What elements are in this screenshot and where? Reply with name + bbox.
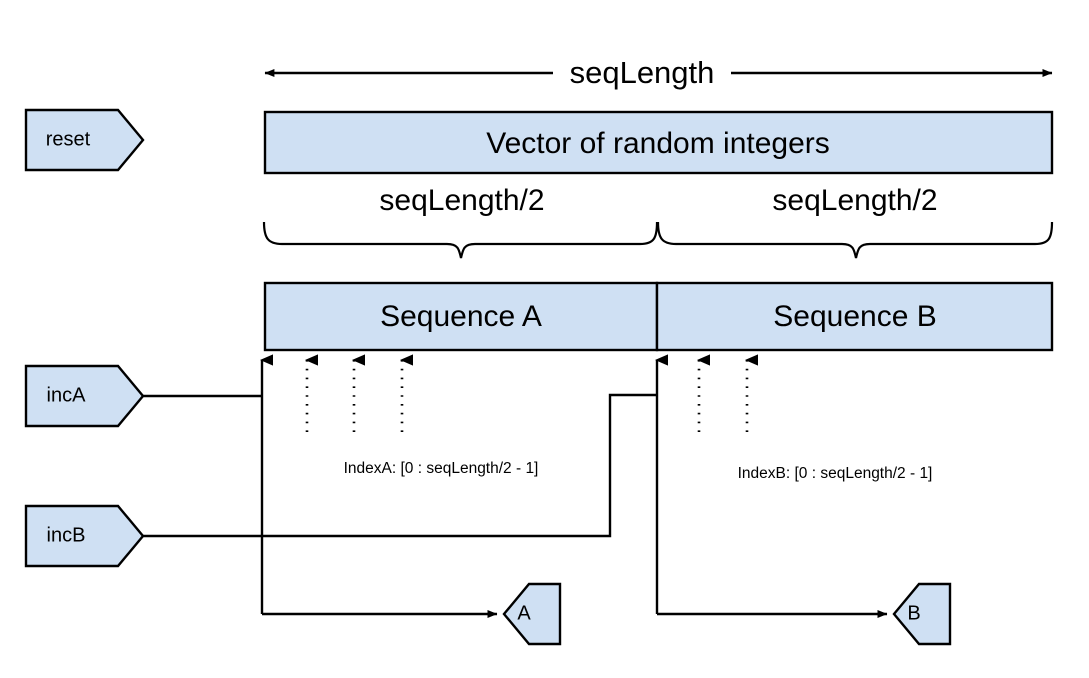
output-b-shape bbox=[892, 582, 952, 646]
output-b-label[interactable]: B bbox=[907, 602, 921, 625]
sequence-a-box-shape bbox=[263, 281, 659, 352]
output-a-shape bbox=[502, 582, 562, 646]
seqlength-span-label: seqLength bbox=[569, 55, 715, 90]
seqlength-half-label-left: seqLength/2 bbox=[379, 184, 545, 217]
brace-right bbox=[656, 221, 1054, 259]
output-a-label[interactable]: A bbox=[517, 602, 531, 625]
incb-signal-label[interactable]: incB bbox=[46, 524, 86, 547]
index-a-dotted-arrows bbox=[305, 354, 413, 432]
sequence-b-label: Sequence B bbox=[773, 300, 937, 333]
brace-left bbox=[262, 221, 659, 259]
sequence-b-box-shape bbox=[655, 281, 1054, 352]
sequence-a-label: Sequence A bbox=[380, 300, 542, 333]
index-b-range-label: IndexB: [0 : seqLength/2 - 1] bbox=[737, 465, 933, 482]
reset-signal-shape bbox=[24, 108, 145, 172]
index-b-dotted-arrows bbox=[697, 354, 758, 432]
incb-wire bbox=[143, 393, 657, 538]
index-a-range-label: IndexA: [0 : seqLength/2 - 1] bbox=[343, 460, 539, 477]
vector-box-label: Vector of random integers bbox=[486, 127, 830, 160]
inca-signal-label[interactable]: incA bbox=[46, 384, 86, 407]
incb-signal-shape bbox=[24, 504, 145, 568]
seqlength-half-label-right: seqLength/2 bbox=[772, 184, 938, 217]
inca-signal-shape bbox=[24, 364, 145, 428]
reset-signal-label[interactable]: reset bbox=[45, 128, 91, 151]
vector-box-shape bbox=[263, 110, 1054, 175]
